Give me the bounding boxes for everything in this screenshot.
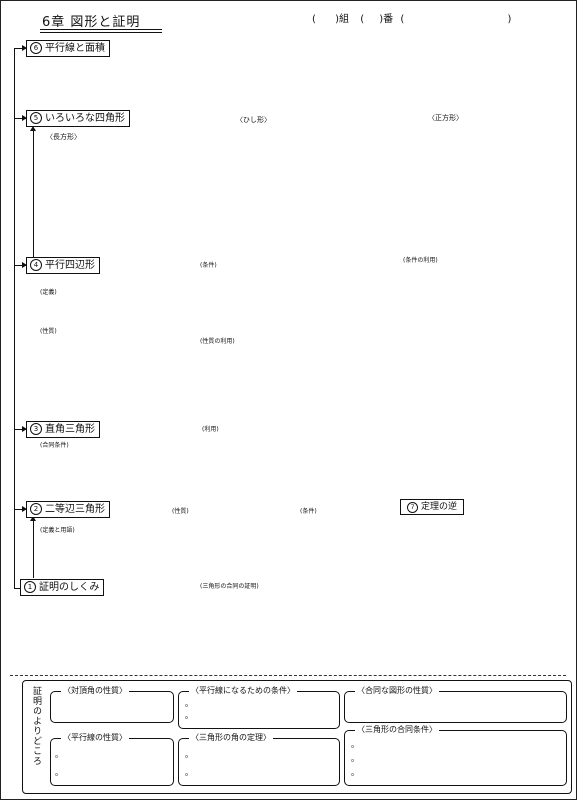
chain-connector [14, 509, 26, 510]
name-field-open: ( [400, 14, 405, 25]
reference-frame [22, 680, 572, 794]
box-title: 〈平行線の性質〉 [61, 732, 129, 743]
title-underline [40, 32, 162, 33]
box-title: 〈三角形の角の定理〉 [189, 732, 273, 743]
arrow-right-icon [22, 115, 27, 121]
box-title: 〈合同な図形の性質〉 [355, 685, 439, 696]
section-label: 平行四辺形 [45, 260, 95, 271]
note-condition-2: (条件) [300, 508, 317, 515]
inner-arrow-line [33, 130, 34, 258]
box-congruent-properties: 〈合同な図形の性質〉 [344, 685, 567, 723]
chain-connector [14, 429, 26, 430]
note-property-use: (性質の利用) [200, 338, 235, 345]
arrow-right-icon [22, 45, 27, 51]
bullet: 。 [55, 750, 63, 759]
number-field-close: )番 [379, 14, 394, 25]
note-triangle-proof: (三角形の合同の証明) [200, 583, 259, 590]
class-field-close: )組 [335, 14, 349, 25]
box-triangle-congruence: 〈三角形の合同条件〉 。 。 。 [344, 724, 567, 786]
converse-number: 7 [407, 502, 418, 513]
bullet: 。 [351, 754, 359, 763]
box-vertical-angles: 〈対頂角の性質〉 [50, 685, 174, 723]
section-number: 6 [30, 42, 42, 54]
bullet: 。 [185, 750, 193, 759]
reference-side-label: 証明のよりどころ [31, 686, 41, 766]
box-title: 〈平行線になるための条件〉 [189, 685, 297, 696]
bullet: 。 [185, 699, 193, 708]
note-condition-use: (条件の利用) [403, 257, 438, 264]
arrow-right-icon [22, 506, 27, 512]
inner-arrow-line [33, 520, 34, 578]
note-use: (利用) [202, 426, 219, 433]
number-field-open: ( [360, 14, 365, 25]
note-rectangle: 〈長方形〉 [46, 133, 81, 141]
section-number: 3 [30, 423, 42, 435]
note-definition: (定義) [40, 289, 57, 296]
bullet: 。 [55, 768, 63, 777]
section-label: 直角三角形 [45, 424, 95, 435]
section-label: 証明のしくみ [39, 582, 100, 593]
arrow-up-icon [30, 126, 36, 131]
section-number: 1 [24, 581, 36, 593]
box-parallel-properties: 〈平行線の性質〉 。 。 [50, 732, 174, 786]
section-label: 二等辺三角形 [45, 504, 105, 515]
chain-connector [14, 265, 26, 266]
chain-connector [14, 118, 26, 119]
title-underline [40, 29, 162, 30]
chain-connector [14, 48, 26, 49]
bullet: 。 [185, 768, 193, 777]
note-property-2: (性質) [172, 508, 189, 515]
section-number: 4 [30, 259, 42, 271]
section-label: 平行線と面積 [45, 43, 105, 54]
arrow-right-icon [22, 426, 27, 432]
box-title: 〈三角形の合同条件〉 [355, 724, 439, 735]
name-field-close: ) [507, 14, 512, 25]
converse-label: 定理の逆 [421, 502, 458, 512]
bullet: 。 [185, 711, 193, 720]
bullet: 。 [351, 740, 359, 749]
note-definition-term: (定義と用語) [40, 527, 75, 534]
note-square: 〈正方形〉 [428, 114, 463, 122]
note-property: (性質) [40, 328, 57, 335]
note-condition: (条件) [200, 262, 217, 269]
arrow-right-icon [22, 262, 27, 268]
note-rhombus: 〈ひし形〉 [236, 116, 271, 124]
section-number: 2 [30, 503, 42, 515]
chain-line [14, 48, 15, 588]
box-title: 〈対頂角の性質〉 [61, 685, 129, 696]
box-parallel-conditions: 〈平行線になるための条件〉 。 。 [178, 685, 340, 729]
note-congruence: (合同条件) [40, 442, 69, 449]
student-info-fields: ( )組 ( )番 ( ) [312, 10, 511, 25]
page-title: 6章 図形と証明 [42, 15, 141, 30]
box-triangle-angle-theorem: 〈三角形の角の定理〉 。 。 [178, 732, 340, 786]
section-number: 5 [30, 112, 42, 124]
divider [10, 675, 566, 676]
arrow-up-icon [30, 516, 36, 521]
class-field-open: ( [312, 14, 316, 25]
section-label: いろいろな四角形 [45, 113, 125, 124]
bullet: 。 [351, 768, 359, 777]
